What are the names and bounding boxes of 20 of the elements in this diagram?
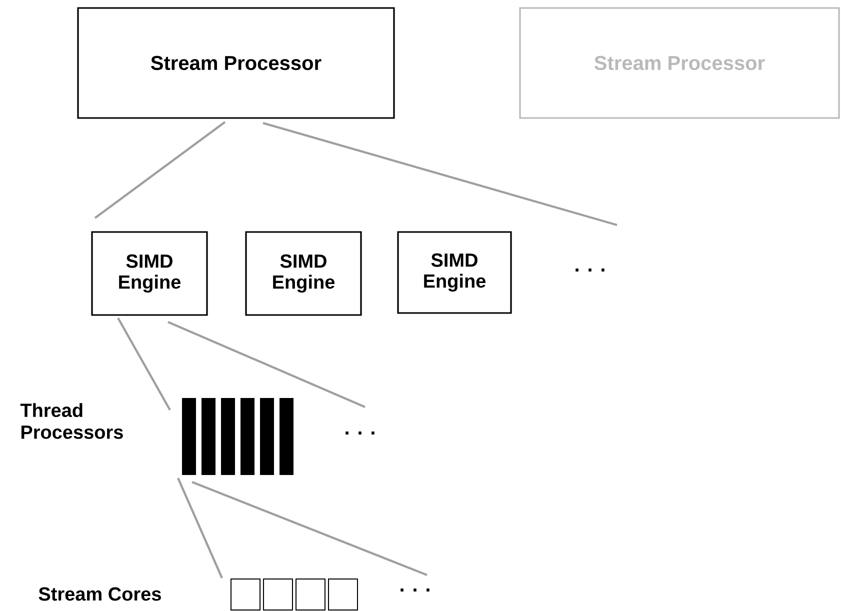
thread-processor-bar: [202, 398, 216, 475]
group-label: Stream Cores: [38, 587, 161, 601]
processor-box: Stream Processor: [77, 7, 395, 119]
thread-processor-bar: [182, 398, 196, 475]
engine-box: SIMD Engine: [245, 231, 362, 316]
processor-box: Stream Processor: [519, 7, 840, 119]
ellipsis: . . .: [400, 588, 430, 592]
stream-core-box: [328, 578, 358, 610]
thread-processor-bar: [240, 398, 254, 475]
ellipsis: . . .: [576, 268, 604, 272]
engine-box: SIMD Engine: [397, 231, 512, 314]
stream-core-box: [230, 578, 260, 610]
stream-core-box: [263, 578, 293, 610]
thread-processor-bar: [221, 398, 235, 475]
thread-processor-bar: [260, 398, 274, 475]
engine-box: SIMD Engine: [91, 231, 208, 316]
stream-core-box: [296, 578, 326, 610]
thread-processor-bar: [280, 398, 294, 475]
group-label: Thread Processors: [20, 403, 123, 439]
ellipsis: . . .: [346, 432, 374, 434]
